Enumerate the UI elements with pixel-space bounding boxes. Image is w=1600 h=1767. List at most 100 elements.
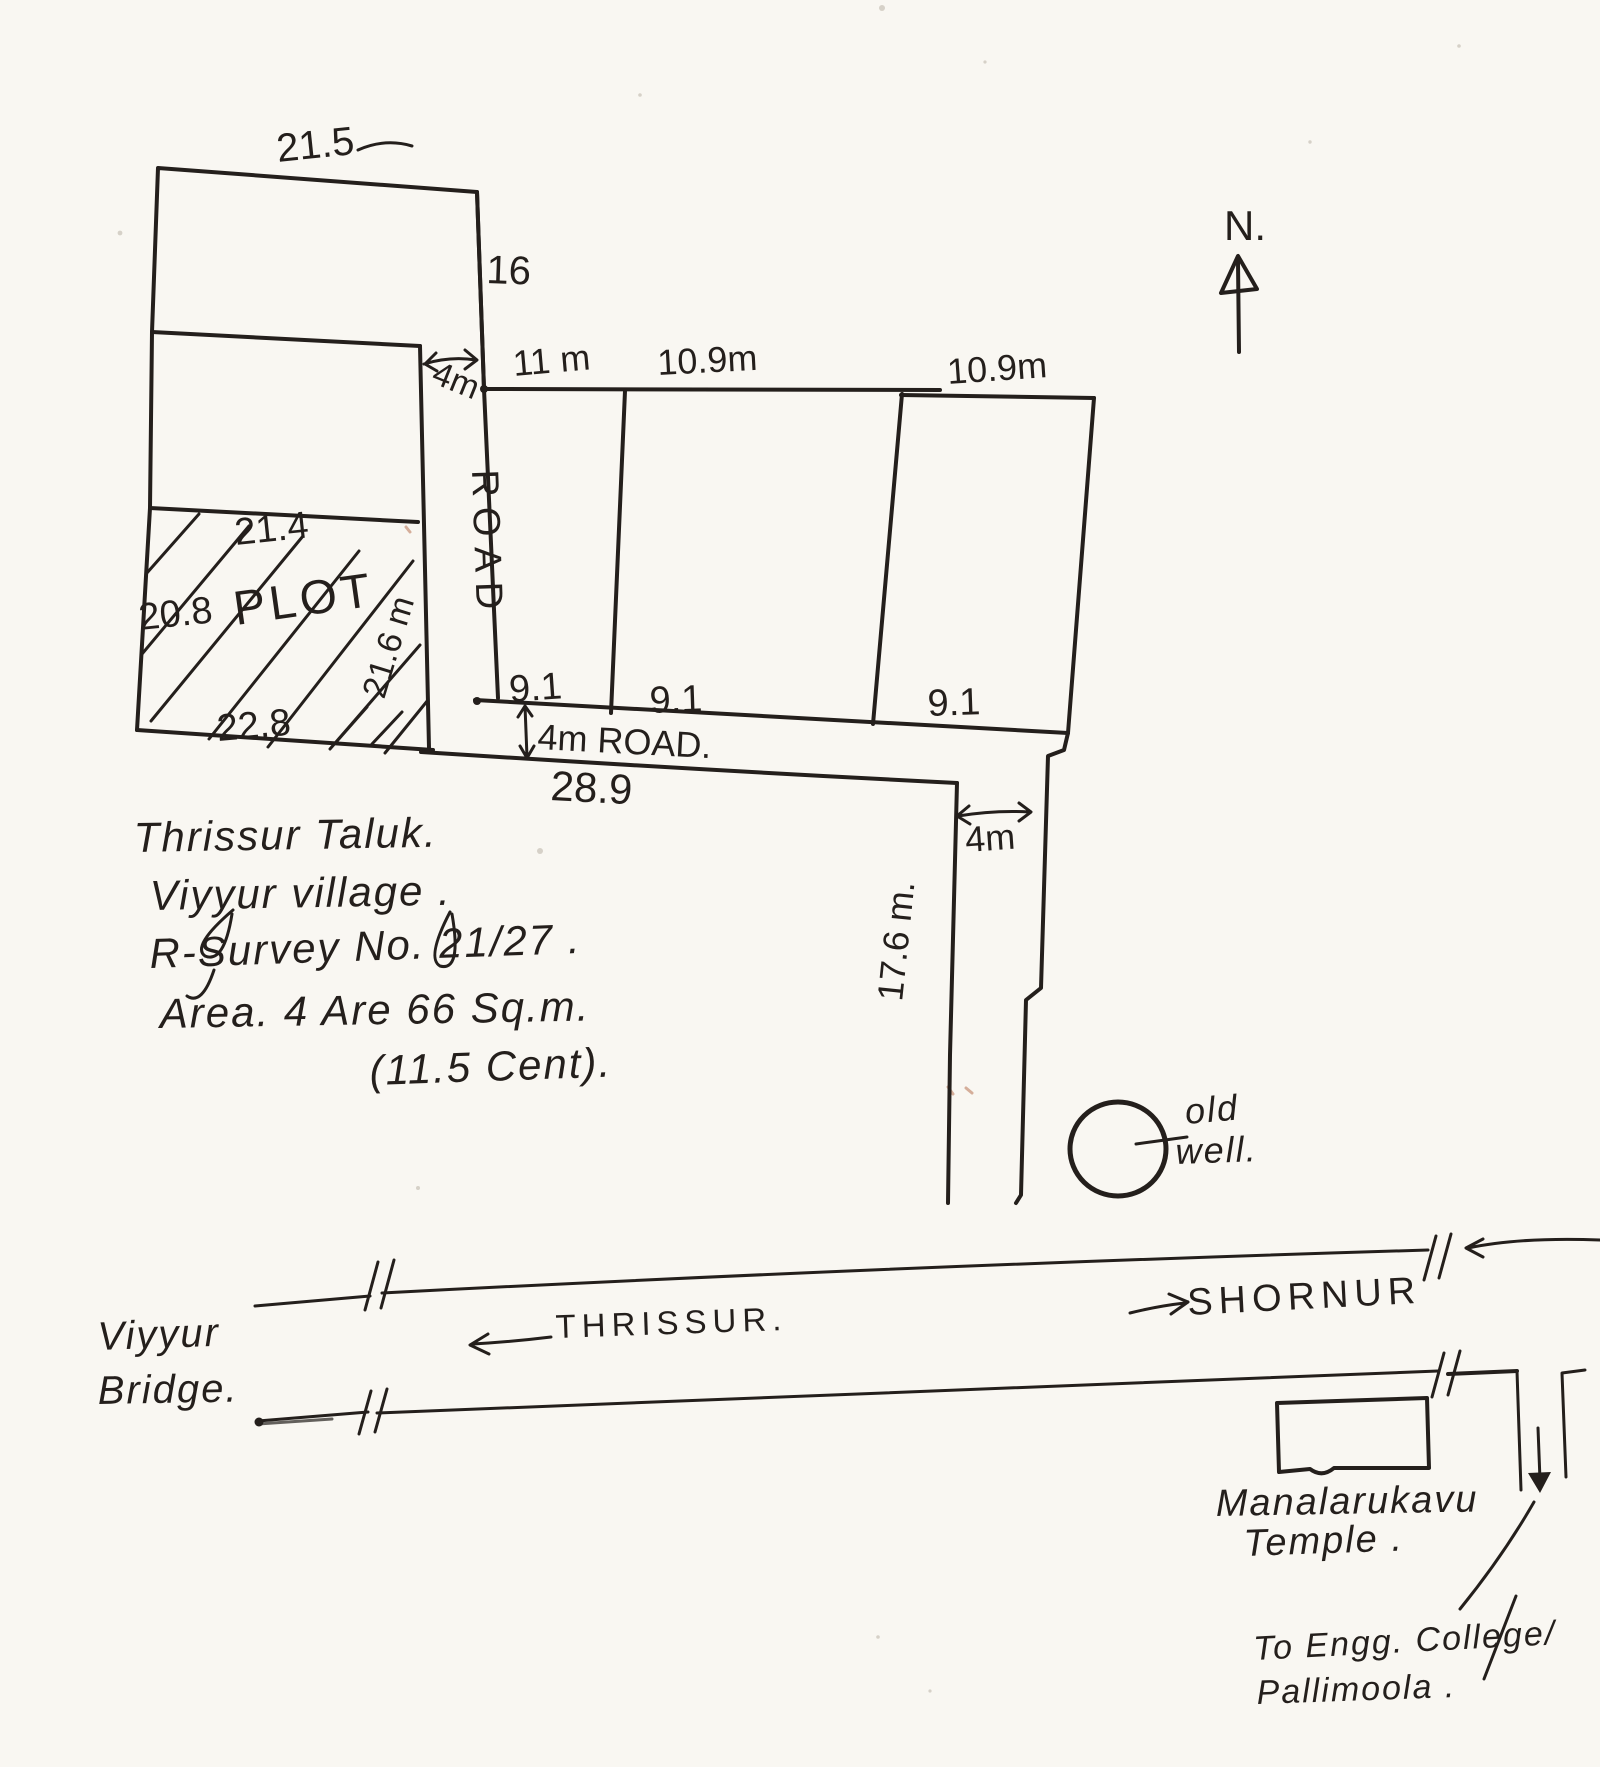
west-road-left-edge xyxy=(418,344,431,750)
temple-label-line1: Manalarukavu xyxy=(1215,1478,1478,1525)
main-plot: 21.4 20.8 PLOT 21.6 m 22.8 xyxy=(135,504,435,755)
side-road-down-arrow-head xyxy=(1528,1472,1551,1493)
subplot-bottom-dim-3: 9.1 xyxy=(927,681,981,725)
highway-break-mark xyxy=(1422,1232,1453,1282)
line-end-blob xyxy=(254,1417,264,1427)
parcel-a-bottom-edge xyxy=(150,330,422,348)
hatch-line xyxy=(266,559,415,749)
south-destination-line1: To Engg. College/ xyxy=(1252,1614,1558,1668)
highway-bottom-line-left xyxy=(256,1410,370,1423)
paper-speck xyxy=(638,93,642,97)
hatch-line xyxy=(140,524,251,656)
main-plot-hatching xyxy=(140,512,430,755)
west-road-width-arrow xyxy=(422,348,479,373)
paper-speck xyxy=(1457,44,1461,48)
old-well-label-line1: old xyxy=(1183,1086,1240,1132)
main-plot-label: PLOT xyxy=(230,564,377,636)
subplots-top-edge-1 xyxy=(482,387,942,392)
old-well: old well. xyxy=(1067,1086,1258,1199)
highway: THRISSUR. SHORNUR Viyyur Bridge. xyxy=(97,1232,1600,1436)
subplot-block: 11 m 10.9m 10.9m 9.1 9.1 9.1 xyxy=(473,336,1096,735)
west-road-name: ROAD xyxy=(463,469,510,620)
north-arrow-head xyxy=(1219,254,1259,295)
note-survey-no: R-Survey No. 21/27 . xyxy=(149,915,583,977)
red-ink-speck xyxy=(946,1085,974,1096)
temple-rectangle xyxy=(1275,1396,1431,1476)
parcel-b-bottom-edge xyxy=(148,506,420,524)
paper-speck xyxy=(879,5,885,11)
note-area-cents: (11.5 Cent). xyxy=(369,1039,613,1094)
subplot-bottom-dim-2: 9.1 xyxy=(649,678,703,722)
subplot-top-dim-2: 10.9m xyxy=(656,337,758,383)
handwriting-flourish xyxy=(185,968,216,1000)
east-road-width-arrow xyxy=(955,801,1033,826)
south-road-label: 4m ROAD. xyxy=(537,716,713,766)
dim-flourish xyxy=(356,141,414,152)
paper-speck xyxy=(928,1689,932,1693)
parcel-b xyxy=(135,330,420,732)
paper-speck xyxy=(876,1635,880,1639)
main-plot-bottom-dim: 22.8 xyxy=(215,702,292,750)
bridge-label-line1: Viyyur xyxy=(97,1311,221,1359)
side-road-down-arrow-shaft xyxy=(1536,1426,1542,1482)
old-well-leader-line xyxy=(1134,1135,1189,1146)
side-road-right-edge xyxy=(1560,1368,1587,1479)
south-destination-line2: Pallimoola . xyxy=(1256,1667,1457,1712)
west-destination-label: THRISSUR. xyxy=(555,1300,788,1345)
subplots-right-edge xyxy=(1066,396,1096,735)
hatch-line xyxy=(383,698,430,755)
north-arrow-shaft xyxy=(1236,260,1241,354)
main-plot-left-dim: 20.8 xyxy=(137,589,215,639)
south-road-bottom-edge xyxy=(419,750,959,785)
red-ink-speck xyxy=(404,525,412,534)
hatch-line xyxy=(207,549,361,741)
hatch-line xyxy=(335,705,369,743)
east-road-width-dim: 4m xyxy=(964,816,1017,860)
handwriting-flourish xyxy=(200,908,235,959)
highway-top-line-end-arrow xyxy=(1464,1237,1600,1259)
note-village: Viyyur village . xyxy=(149,867,452,919)
hatch-line xyxy=(149,534,305,723)
highway-break-mark xyxy=(363,1258,396,1312)
south-road-outer-dim: 28.9 xyxy=(550,762,634,813)
old-well-circle xyxy=(1067,1099,1169,1199)
handwriting-flourish xyxy=(433,910,457,969)
subplots-top-edge-2 xyxy=(899,393,1096,400)
left-boundary xyxy=(135,330,154,732)
west-road: 4m ROAD xyxy=(418,190,510,750)
subplot-divider-2 xyxy=(871,392,904,726)
subplot-top-dim-3: 10.9m xyxy=(946,344,1049,392)
paper-speck xyxy=(1308,140,1312,144)
highway-bottom-line-left-overdraw xyxy=(256,1417,334,1426)
east-road-length-dim: 17.6 m. xyxy=(869,879,922,1003)
note-area: Area. 4 Are 66 Sq.m. xyxy=(156,982,590,1037)
main-plot-top-dim: 21.4 xyxy=(233,504,311,554)
north-indicator: N. xyxy=(1219,202,1266,354)
corner-dot xyxy=(473,697,481,705)
temple: Manalarukavu Temple . xyxy=(1215,1396,1479,1565)
subplot-bottom-dim-1: 9.1 xyxy=(508,665,564,711)
parcel-a: 21.5 16 xyxy=(150,119,532,391)
highway-bottom-line-main xyxy=(375,1369,1440,1415)
east-road-right-edge xyxy=(1014,731,1070,1205)
parcel-a-top-dim: 21.5 xyxy=(274,119,356,171)
east-road-left-edge xyxy=(946,781,959,1205)
temple-label-line2: Temple . xyxy=(1243,1517,1405,1565)
note-taluk: Thrissur Taluk. xyxy=(133,809,438,861)
bridge-label-line2: Bridge. xyxy=(97,1367,238,1413)
north-label: N. xyxy=(1224,202,1266,249)
subplot-divider-1 xyxy=(609,389,627,715)
hatch-line xyxy=(370,710,404,746)
side-road-left-edge xyxy=(1515,1369,1523,1492)
hatch-line xyxy=(144,512,201,576)
highway-top-line-main xyxy=(380,1248,1430,1295)
destination-leader-line xyxy=(1458,1500,1536,1611)
east-destination-label: SHORNUR xyxy=(1186,1270,1422,1324)
shornur-direction-arrow xyxy=(1128,1292,1190,1316)
parcel-a-right-dim: 16 xyxy=(486,248,532,294)
thrissur-direction-arrow xyxy=(468,1332,553,1356)
destination-slash xyxy=(1482,1594,1518,1681)
paper-speck xyxy=(537,848,543,854)
